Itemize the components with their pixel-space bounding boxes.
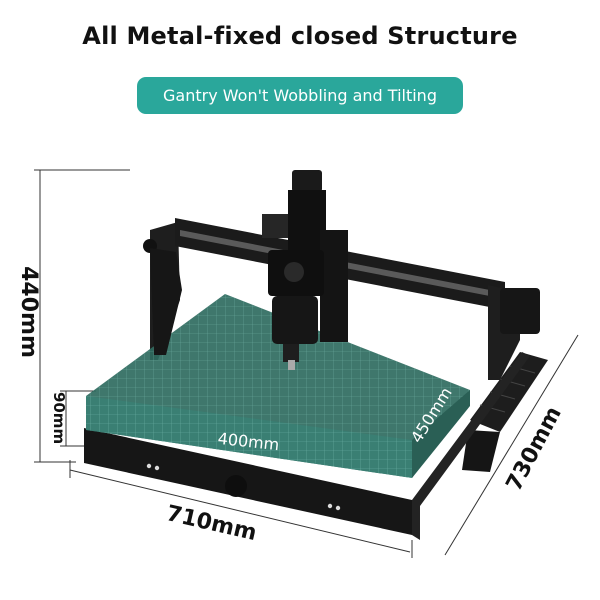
subtitle-badge: Gantry Won't Wobbling and Tilting — [137, 77, 463, 114]
spindle-icon — [268, 170, 348, 370]
machine-base — [84, 352, 530, 540]
depth-dim-line — [444, 334, 579, 556]
front-knob — [225, 475, 247, 497]
stepper-motor — [500, 288, 540, 334]
work-bed — [86, 294, 470, 478]
depth-label: 730mm — [502, 403, 567, 496]
width-dim-line — [69, 469, 411, 553]
headline-title: All Metal-fixed closed Structure — [82, 22, 518, 50]
width-label: 710mm — [164, 501, 259, 546]
height-label: 440mm — [16, 266, 41, 358]
gantry-left-leg — [150, 248, 182, 355]
bed-thickness-label: 90mm — [50, 392, 68, 444]
cable-chain-icon — [462, 352, 548, 472]
